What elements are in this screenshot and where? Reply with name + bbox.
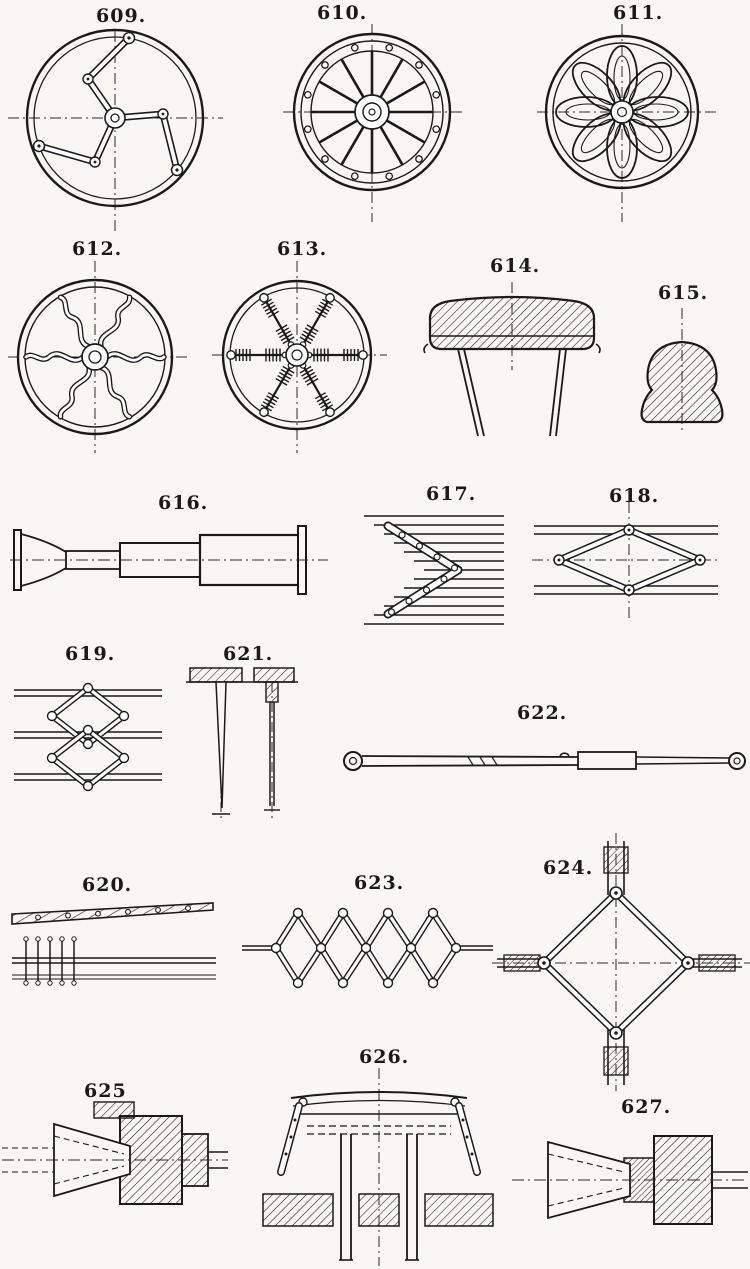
figure-610: 610. (283, 0, 463, 225)
figure-label: 609. (96, 5, 147, 27)
figure-625-drawing (2, 1101, 228, 1205)
figure-label: 620. (82, 874, 133, 896)
figure-619: 619. (12, 638, 167, 808)
figure-622-drawing (343, 751, 746, 771)
figure-626: 626. (255, 1042, 500, 1269)
figure-label: 627. (621, 1096, 672, 1118)
figure-label: 622. (517, 702, 568, 724)
figure-618: 618. (532, 480, 722, 622)
figure-label: 612. (72, 238, 123, 260)
figure-611-drawing (537, 24, 717, 222)
figure-label: 617. (426, 483, 477, 505)
figure-label: 626. (359, 1046, 410, 1068)
figure-label: 619. (65, 643, 116, 665)
figure-621: 621. (182, 638, 302, 828)
figure-609-drawing (8, 28, 223, 233)
figure-label: 616. (158, 492, 209, 514)
figure-label: 623. (354, 872, 405, 894)
figure-label: 614. (490, 255, 541, 277)
figure-614: 614. (400, 248, 620, 440)
figure-622: 622. (338, 700, 748, 785)
figure-label: 613. (277, 238, 328, 260)
figure-621-drawing (186, 667, 298, 822)
figure-612-drawing (8, 261, 188, 453)
figure-625: 625 (2, 1080, 232, 1220)
figure-627-drawing (512, 1135, 748, 1225)
figure-624: 624. (492, 833, 750, 1091)
figure-613-drawing (212, 261, 387, 453)
figure-624-drawing (492, 833, 750, 1091)
figure-618-drawing (532, 502, 720, 620)
figure-label: 621. (223, 643, 274, 665)
figure-623: 623. (238, 868, 498, 1018)
figure-615-drawing (640, 308, 724, 430)
figure-label: 615. (658, 282, 709, 304)
figure-label: 610. (317, 2, 368, 24)
figure-616: 616. (8, 488, 333, 606)
figure-614-drawing (423, 282, 601, 437)
figure-619-drawing (14, 682, 162, 792)
figure-label: 618. (609, 485, 660, 507)
figure-626-drawing (262, 1068, 494, 1266)
figure-609: 609. (8, 5, 223, 235)
figure-623-drawing (242, 907, 493, 989)
figure-617: 617. (358, 478, 508, 643)
figure-613: 613. (212, 235, 387, 455)
figure-612: 612. (8, 235, 188, 455)
figure-627: 627. (512, 1092, 750, 1252)
figure-615: 615. (630, 272, 740, 437)
figure-617-drawing (364, 515, 504, 625)
figure-611: 611. (537, 0, 717, 225)
figure-616-drawing (10, 525, 328, 595)
figure-610-drawing (283, 24, 463, 222)
figure-label: 625 (84, 1080, 127, 1102)
figure-label: 624. (543, 857, 594, 879)
figure-620-drawing (11, 902, 216, 986)
figure-label: 611. (613, 2, 664, 24)
figure-620: 620. (8, 872, 223, 1007)
